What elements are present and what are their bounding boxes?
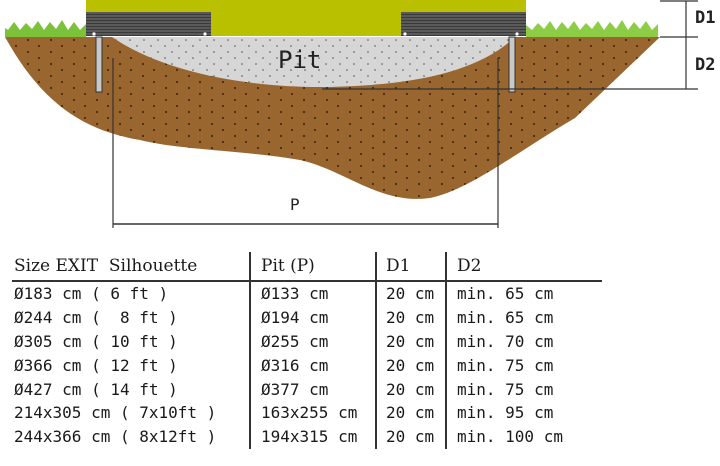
table-row: Ø427 cm ( 14 ft ) Ø377 cm 20 cm min. 75 … <box>12 377 602 401</box>
cell-size: 214x305 cm ( 7x10ft ) <box>14 403 217 423</box>
soil-layer <box>5 37 660 199</box>
cell-d2: min. 75 cm <box>445 377 565 401</box>
cell-size: Ø305 cm ( 10 ft ) <box>14 331 178 351</box>
cell-pit: 163x255 cm <box>249 400 375 425</box>
table-row: Ø305 cm ( 10 ft ) Ø255 cm 20 cm min. 70 … <box>12 329 602 354</box>
header-pit: Pit (P) <box>249 252 375 280</box>
header-d1: D1 <box>375 252 445 280</box>
table-row: 214x305 cm ( 7x10ft ) 163x255 cm 20 cm m… <box>12 400 602 425</box>
cell-pit: Ø255 cm <box>249 329 375 354</box>
cell-d2: min. 70 cm <box>445 329 565 354</box>
cell-d1: 20 cm <box>375 424 445 449</box>
cell-d1: 20 cm <box>375 400 445 425</box>
table-row: Ø183 cm ( 6 ft ) Ø133 cm 20 cm min. 65 c… <box>12 282 602 306</box>
grass-right <box>526 20 658 37</box>
pit-width-label: P <box>290 195 300 214</box>
cell-d1: 20 cm <box>375 377 445 401</box>
grass-left <box>5 20 86 37</box>
table-row: Ø366 cm ( 12 ft ) Ø316 cm 20 cm min. 75 … <box>12 353 602 378</box>
mat-edge-right <box>401 12 526 36</box>
cell-pit: Ø377 cm <box>249 377 375 401</box>
cell-d1: 20 cm <box>375 329 445 354</box>
header-size: Size EXIT Silhouette <box>14 256 198 276</box>
pit-label: Pit <box>278 46 322 74</box>
cell-size: Ø183 cm ( 6 ft ) <box>14 284 169 304</box>
leg-right <box>508 36 516 93</box>
cell-size: Ø366 cm ( 12 ft ) <box>14 355 178 375</box>
cell-d2: min. 95 cm <box>445 400 565 425</box>
header-d2: D2 <box>445 252 565 280</box>
table-row: Ø244 cm ( 8 ft ) Ø194 cm 20 cm min. 65 c… <box>12 305 602 330</box>
cell-d2: min. 75 cm <box>445 353 565 378</box>
cell-pit: Ø194 cm <box>249 305 375 330</box>
cell-d2: min. 100 cm <box>445 424 565 449</box>
cell-pit: Ø133 cm <box>249 282 375 306</box>
cell-pit: 194x315 cm <box>249 424 375 449</box>
cell-d2: min. 65 cm <box>445 305 565 330</box>
cell-size: 244x366 cm ( 8x12ft ) <box>14 427 217 447</box>
cross-section-svg <box>5 0 698 228</box>
mat-edge-left <box>86 12 211 36</box>
cell-size: Ø244 cm ( 8 ft ) <box>14 308 178 328</box>
pit-cross-section-diagram: Pit P D1 D2 <box>5 0 716 228</box>
cell-d1: 20 cm <box>375 353 445 378</box>
cell-d2: min. 65 cm <box>445 282 565 306</box>
cell-d1: 20 cm <box>375 305 445 330</box>
pit-fill <box>112 37 515 88</box>
size-table: Size EXIT Silhouette Pit (P) D1 D2 Ø183 … <box>12 252 602 449</box>
cell-pit: Ø316 cm <box>249 353 375 378</box>
cell-size: Ø427 cm ( 14 ft ) <box>14 379 178 399</box>
table-header-row: Size EXIT Silhouette Pit (P) D1 D2 <box>12 252 602 282</box>
cell-d1: 20 cm <box>375 282 445 306</box>
d1-label: D1 <box>695 8 716 28</box>
table-row: 244x366 cm ( 8x12ft ) 194x315 cm 20 cm m… <box>12 424 602 449</box>
leg-left <box>95 36 103 93</box>
d2-label: D2 <box>695 55 716 75</box>
